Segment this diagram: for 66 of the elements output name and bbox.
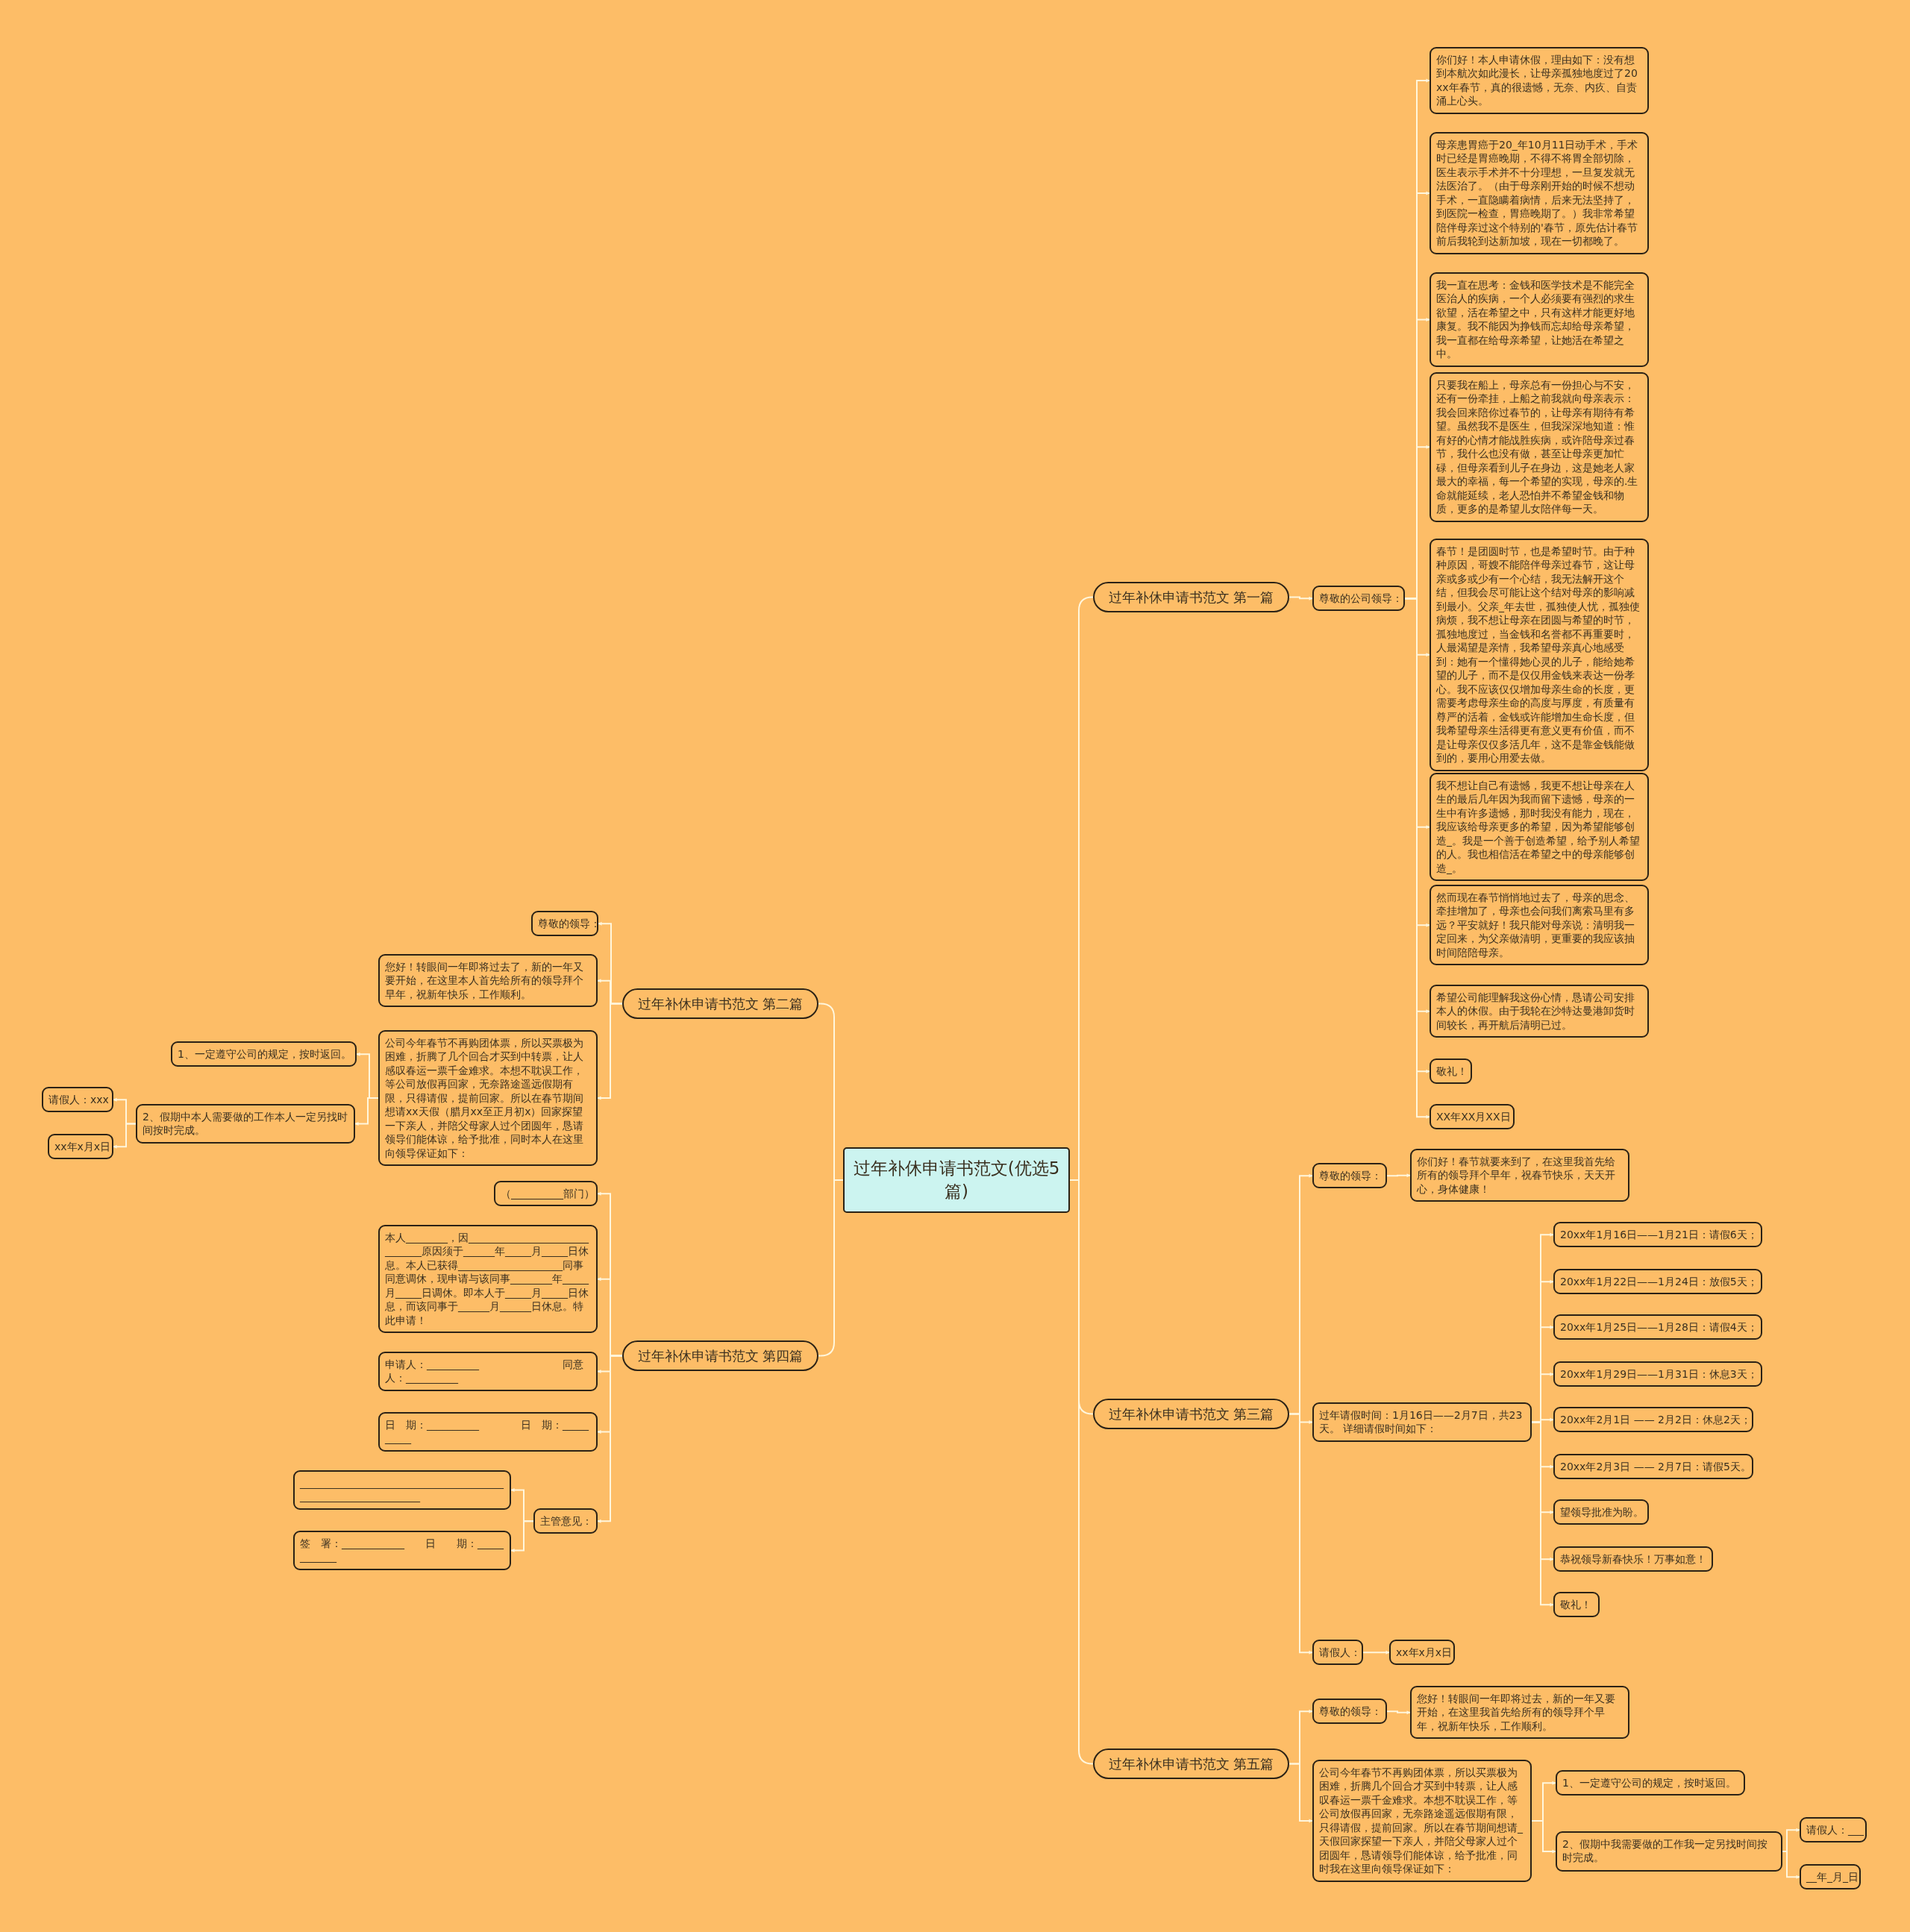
topic-label: 20xx年1月29日——1月31日：休息3天； (1553, 1361, 1762, 1387)
topic-box: 春节！是团圆时节，也是希望时节。由于种种原因，哥嫂不能陪伴母亲过春节，这让母亲或多或少有一个心结，我无法解开这个结，但我会尽可能让这个结对母亲的影响减到最小。父亲_年去世，孤独使人忧，孤独使病烦，我不想让母亲在团圆与希望的时节，孤独地度过，当金钱和名誉都不再重要时，人最渴望是亲情，我希望母亲真心地感受到：她有一个懂得她心灵的儿子，能给她希望的儿子，而不是仅仅用金钱来表达一份孝心。我不应该仅仅增加母亲生命的长度，更需要考虑母亲生命的高度与厚度，有质量有尊严的活着，金钱或许能增加生命长度，但我希望母亲生活得更有意义更有价值，而不是让母亲仅仅多活几年，这不是靠金钱能做到的，要用心用爱去做。 (1430, 539, 1649, 771)
topic-box: 你们好！本人申请休假，理由如下：没有想到本航次如此漫长，让母亲孤独地度过了20xx年春节，真的很遗憾，无奈、内疚、自责涌上心头。 (1430, 47, 1649, 114)
topic-label: 尊敬的领导： (1312, 1163, 1387, 1189)
topic-box: 您好！转眼间一年即将过去，新的一年又要开始，在这里我首先给所有的领导拜个早年，祝新年快乐，工作顺利。 (1410, 1686, 1629, 1740)
topic-label: 主管意见： (533, 1508, 598, 1534)
branch-topic: 过年补休申请书范文 第二篇 (622, 988, 818, 1019)
topic-label: 请假人：___ (1800, 1817, 1867, 1843)
topic-label: __年_月_日 (1800, 1864, 1861, 1890)
topic-box: 母亲患胃癌于20_年10月11日动手术，手术时已经是胃癌晚期，不得不将胃全部切除，医生表示手术并不十分理想，一旦复发就无法医治了。（由于母亲刚开始的时候不想动手术，一直隐瞒着病情，后来无法坚持了，到医院一检查，胃癌晚期了。）我非常希望陪伴母亲过这个特别的'春节，原先估计春节前后我轮到达新加坡，现在一切都晚了。 (1430, 132, 1649, 254)
topic-label: 20xx年1月25日——1月28日：请假4天； (1553, 1314, 1762, 1340)
topic-box: 你们好！春节就要来到了，在这里我首先给所有的领导拜个早年，祝春节快乐，天天开心，身体健康！ (1410, 1149, 1629, 1202)
connector-arrow (354, 1097, 379, 1126)
connector-arrow (510, 1520, 534, 1552)
topic-box: 过年请假时间：1月16日——2月7日，共23天。 详细请假时间如下： (1312, 1402, 1532, 1442)
connector-arrow (1531, 1421, 1554, 1607)
topic-box: 公司今年春节不再购团体票，所以买票极为困难，折腾了几个回合才买到中转票，让人感叹春运一票千金难求。本想不耽误工作，等公司放假再回家，无奈路途遥远假期有限，只得请假，提前回家。所以在春节期间想请xx天假（腊月xx至正月初x）回家探望一下亲人，并陪父母家人过个团圆年，恳请领导们能体谅，给予批准，同时本人在这里向领导保证如下： (378, 1030, 598, 1167)
topic-label: XX年XX月XX日 (1430, 1104, 1515, 1130)
topic-label: 请假人： (1312, 1640, 1363, 1666)
topic-label: xx年x月x日 (48, 1134, 113, 1160)
topic-box: 2、假期中我需要做的工作我一定另找时间按时完成。 (1556, 1831, 1782, 1872)
topic-box: 本人________，因______________________________原因须于______年_____月_____日休息。本人已获得____________________同事同意调休，现申请与该同事________年_____月_____日调休。即本人于_____月_____日休息，而该同事于______月______日休息。特此申请！ (378, 1225, 598, 1334)
topic-label: 尊敬的领导： (531, 911, 598, 937)
connector-arrow (1289, 596, 1313, 600)
topic-box: 只要我在船上，母亲总有一份担心与不安，还有一份牵挂，上船之前我就向母亲表示：我会回来陪你过春节的，让母亲有期待有希望。虽然我不是医生，但我深深地知道：惟有好的心情才能战胜疾病，或许陪母亲过春节，我什么也没有做，甚至让母亲更加忙碌，但母亲看到儿子在身边，这是她老人家最大的幸福，每一个希望的实现，母亲的.生命就能延续，老人恐怕并不希望金钱和物质，更多的是希望儿女陪伴每一天。 (1430, 372, 1649, 522)
topic-box: 日 期：__________ 日 期：__________ (378, 1412, 598, 1452)
topic-label: 20xx年2月3日 —— 2月7日：请假5天。 (1553, 1454, 1753, 1480)
connector-arrow (1289, 1763, 1313, 1823)
topic-label: 敬礼！ (1430, 1058, 1472, 1085)
topic-label: 敬礼！ (1553, 1592, 1600, 1618)
topic-label: 20xx年1月16日——1月21日：请假6天； (1553, 1222, 1762, 1248)
topic-label: 请假人：xxx (42, 1087, 113, 1113)
topic-box: 希望公司能理解我这份心情，恳请公司安排本人的休假。由于我轮在沙特达曼港卸货时间较长，再开航后清明已过。 (1430, 985, 1649, 1038)
connector-arrow (1289, 1413, 1313, 1655)
topic-box: 签 署：____________ 日 期：____________ (293, 1531, 511, 1570)
topic-label: 恭祝领导新春快乐！万事如意！ (1553, 1546, 1713, 1572)
branch-topic: 过年补休申请书范文 第一篇 (1093, 582, 1289, 612)
topic-label: （__________部门） (494, 1181, 598, 1207)
topic-box: 我不想让自己有遗憾，我更不想让母亲在人生的最后几年因为我而留下遗憾，母亲的一生中有许多遗憾，那时我没有能力，现在，我应该给母亲更多的希望，因为希望能够创造_。我是一个善于创造希望，给予别人希望的人。我也相信活在希望之中的母亲能够创造_。 (1430, 773, 1649, 882)
topic-label: 尊敬的公司领导： (1312, 586, 1405, 612)
connector-arrow (1531, 1819, 1556, 1854)
connector-arrow (1386, 1173, 1411, 1178)
topic-label: 1、一定遵守公司的规定，按时返回。 (171, 1041, 357, 1067)
topic-box: 然而现在春节悄悄地过去了，母亲的思念、牵挂增加了，母亲也会问我们离索马里有多远？平安就好！我只能对母亲说：清明我一定回来，为父亲做清明，更重要的我应该抽时间陪陪母亲。 (1430, 885, 1649, 966)
topic-box: 2、假期中本人需要做的工作本人一定另找时间按时完成。 (136, 1104, 355, 1144)
branch-topic: 过年补休申请书范文 第五篇 (1093, 1748, 1289, 1779)
topic-box: 我一直在思考：金钱和医学技术是不能完全医治人的疾病，一个人必须要有强烈的求生欲望，活在希望之中，只有这样才能更好地康复。我不能因为挣钱而忘却给母亲希望，我一直都在给母亲希望，让她活在希望之中。 (1430, 272, 1649, 367)
connector-arrow (1362, 1650, 1390, 1655)
topic-label: 20xx年2月1日 —— 2月2日：休息2天； (1553, 1407, 1753, 1433)
branch-topic: 过年补休申请书范文 第三篇 (1093, 1399, 1289, 1429)
connector-arrow (597, 1003, 623, 1100)
central-topic: 过年补休申请书范文(优选5篇) (843, 1147, 1070, 1213)
topic-label: 望领导批准为盼。 (1553, 1499, 1649, 1525)
topic-box: 申请人：__________ 同意人：__________ (378, 1352, 598, 1391)
topic-box: 公司今年春节不再购团体票，所以买票极为困难，折腾几个回合才买到中转票，让人感叹春运一票千金难求。本想不耽误工作，等公司放假再回家，无奈路途遥远假期有限，只得请假，提前回家。所以在春节期间想请_天假回家探望一下亲人，并陪父母家人过个团圆年，恳请领导们能体谅，给予批准，同时我在这里向领导保证如下： (1312, 1760, 1532, 1882)
topic-box: 您好！转眼间一年即将过去了，新的一年又要开始，在这里本人首先给所有的领导拜个早年，祝新年快乐，工作顺利。 (378, 954, 598, 1008)
topic-label: 20xx年1月22日——1月24日：放假5天； (1553, 1269, 1762, 1295)
branch-topic: 过年补休申请书范文 第四篇 (622, 1340, 818, 1371)
topic-label: xx年x月x日 (1389, 1640, 1455, 1666)
connector-arrow (1386, 1710, 1411, 1715)
topic-label: 尊敬的领导： (1312, 1699, 1387, 1725)
topic-label: 1、一定遵守公司的规定，按时返回。 (1556, 1770, 1745, 1796)
topic-box: ______________________________________________________________ (293, 1470, 511, 1510)
connector-arrow (1782, 1851, 1800, 1879)
connector-arrow (113, 1123, 137, 1149)
connector-arrow (597, 1355, 623, 1523)
